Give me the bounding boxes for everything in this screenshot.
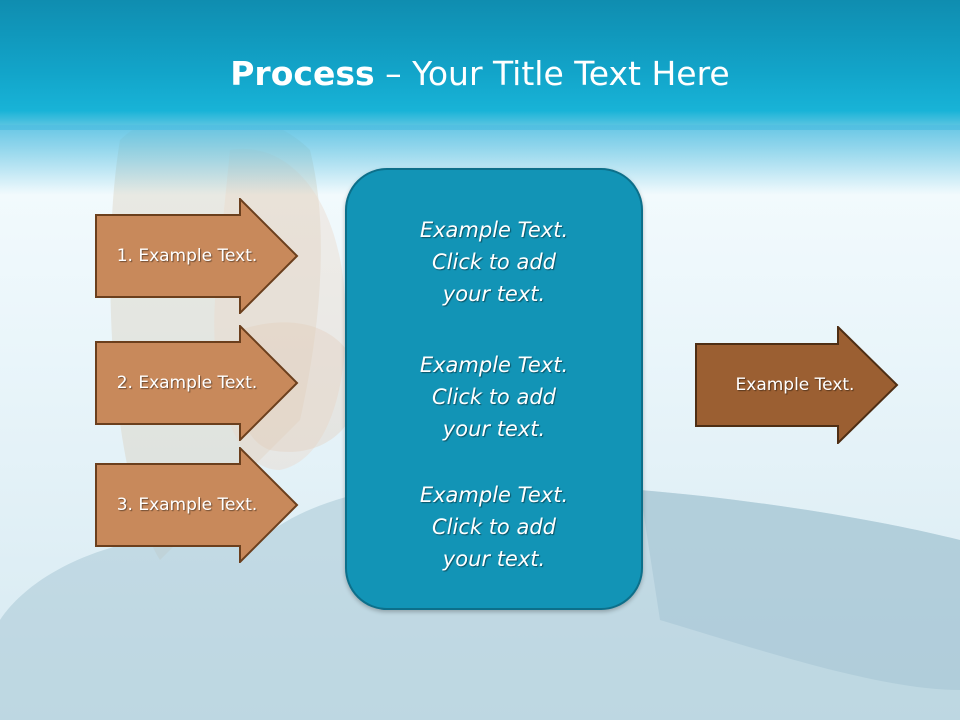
center-item-1-line-3: your text. xyxy=(442,282,546,306)
center-item-2-line-2: Click to add xyxy=(431,385,556,409)
step-arrow-2[interactable]: 2. Example Text. xyxy=(95,325,299,441)
center-item-3-line-2: Click to add xyxy=(431,515,556,539)
center-item-2-line-3: your text. xyxy=(442,417,546,441)
slide-title[interactable]: Process – Your Title Text Here xyxy=(0,52,960,96)
center-item-2-line-1: Example Text. xyxy=(419,353,569,377)
center-item-3-line-3: your text. xyxy=(442,547,546,571)
step-label-3: 3. Example Text. xyxy=(116,495,258,515)
center-item-1[interactable]: Example Text. Click to add your text. xyxy=(347,214,641,310)
output-arrow[interactable]: Example Text. xyxy=(695,326,899,444)
step-arrow-3[interactable]: 3. Example Text. xyxy=(95,447,299,563)
step-arrow-1[interactable]: 1. Example Text. xyxy=(95,198,299,314)
center-item-1-line-2: Click to add xyxy=(431,250,556,274)
center-item-3[interactable]: Example Text. Click to add your text. xyxy=(347,479,641,575)
center-item-1-line-1: Example Text. xyxy=(419,218,569,242)
title-bold: Process xyxy=(230,54,375,93)
center-item-3-line-1: Example Text. xyxy=(419,483,569,507)
center-box[interactable]: Example Text. Click to add your text. Ex… xyxy=(345,168,643,610)
output-label: Example Text. xyxy=(735,375,855,395)
title-rest: – Your Title Text Here xyxy=(374,54,730,93)
center-item-2[interactable]: Example Text. Click to add your text. xyxy=(347,349,641,445)
step-label-2: 2. Example Text. xyxy=(116,373,258,393)
header-band xyxy=(0,0,960,130)
step-label-1: 1. Example Text. xyxy=(116,246,258,266)
